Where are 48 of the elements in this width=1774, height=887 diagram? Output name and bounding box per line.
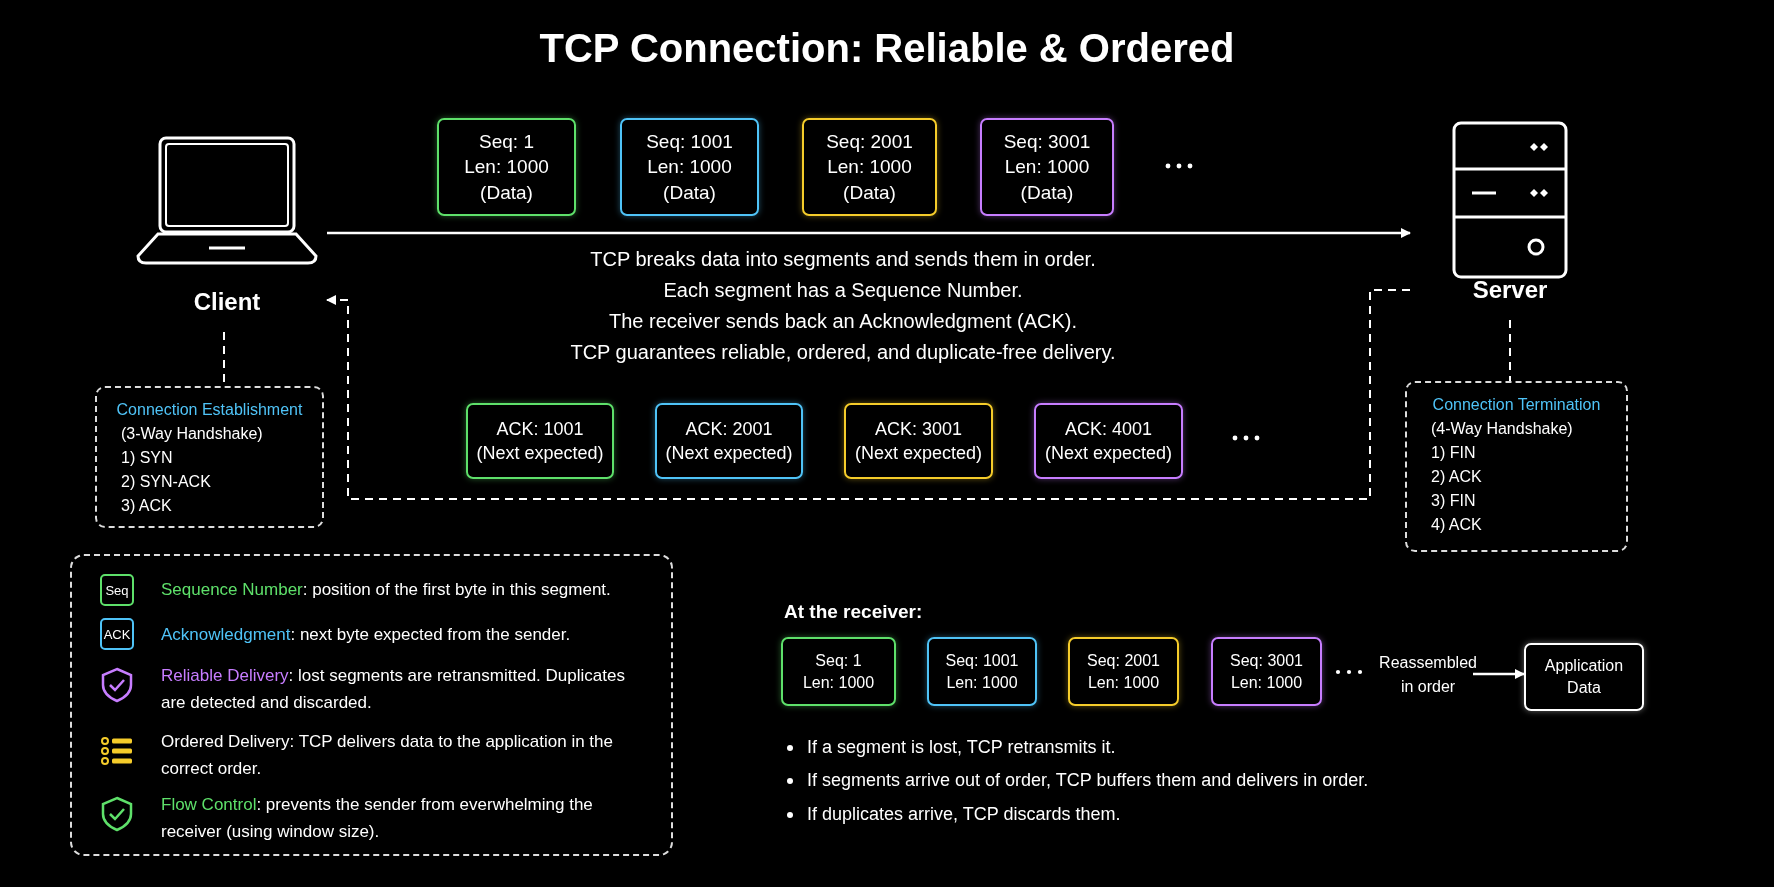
segment-box: Seq: 1001 Len: 1000	[927, 637, 1037, 706]
bullet-text: If segments arrive out of order, TCP buffers them and delivers in order.	[807, 770, 1370, 791]
segment-box: ACK: 4001 (Next expected)	[1034, 403, 1183, 479]
legend-text: Flow Control: prevents the sender from everwhelming the receiver (using window size).	[161, 794, 594, 843]
arrow	[326, 289, 1411, 500]
connector-line	[1509, 319, 1511, 382]
description-text: Each segment has a Sequence Number.	[662, 279, 1024, 302]
box-heading: Connection Establishment	[116, 400, 303, 420]
arrow	[327, 228, 1411, 238]
dashed-info-box	[1405, 381, 1628, 552]
bullet-text: If a segment is lost, TCP retransmits it.	[807, 737, 1117, 758]
legend-text: Ordered Delivery: TCP delivers data to the application in the correct order.	[161, 731, 614, 780]
description-text: The receiver sends back an Acknowledgment (ACK).	[608, 310, 1078, 333]
segment-box: Seq: 2001 Len: 1000 (Data)	[802, 118, 937, 216]
box-heading: Connection Termination	[1432, 395, 1601, 415]
legend-text: Sequence Number: position of the first byte in this segment.	[161, 579, 612, 601]
title: TCP Connection: Reliable & Ordered	[538, 26, 1236, 72]
arrow	[1473, 669, 1525, 679]
tag-icon: ACK	[100, 618, 134, 650]
description-text: TCP guarantees reliable, ordered, and duplicate-free delivery.	[569, 341, 1117, 364]
list-item: 3) FIN	[1430, 491, 1476, 511]
segment-box: Seq: 2001 Len: 1000	[1068, 637, 1179, 706]
output-box: Application Data	[1524, 643, 1644, 711]
legend-text: Acknowledgment: next byte expected from the sender.	[161, 624, 572, 646]
list-item: 1) SYN	[120, 448, 173, 468]
description-text: TCP breaks data into segments and sends them in order.	[589, 248, 1097, 271]
segment-box: Seq: 1 Len: 1000	[781, 637, 896, 706]
subheading: (3-Way Handshake)	[120, 424, 263, 444]
segment-box: ACK: 1001 (Next expected)	[466, 403, 614, 479]
dashed-info-box	[95, 386, 324, 528]
segment-box: ACK: 2001 (Next expected)	[655, 403, 803, 479]
list-item: 2) SYN-ACK	[120, 472, 211, 492]
segment-box: Seq: 1 Len: 1000 (Data)	[437, 118, 576, 216]
list-item: 4) ACK	[1430, 515, 1482, 535]
segment-box: Seq: 1001 Len: 1000 (Data)	[620, 118, 759, 216]
list-item: 3) ACK	[120, 496, 172, 516]
segment-box: ACK: 3001 (Next expected)	[844, 403, 993, 479]
bullet-text: If duplicates arrive, TCP discards them.	[807, 804, 1122, 825]
section-heading: At the receiver:	[784, 601, 924, 623]
subheading: (4-Way Handshake)	[1430, 419, 1573, 439]
tag-icon: Seq	[100, 574, 134, 606]
list-item: 2) ACK	[1430, 467, 1482, 487]
segment-box: Seq: 3001 Len: 1000 (Data)	[980, 118, 1114, 216]
legend-text: Reliable Delivery: lost segments are retransmitted. Duplicates are detected and discarded.	[161, 665, 626, 714]
list-item: 1) FIN	[1430, 443, 1476, 463]
device-label: Client	[192, 288, 262, 316]
segment-box: Seq: 3001 Len: 1000	[1211, 637, 1322, 706]
device-label: Server	[1471, 276, 1549, 304]
